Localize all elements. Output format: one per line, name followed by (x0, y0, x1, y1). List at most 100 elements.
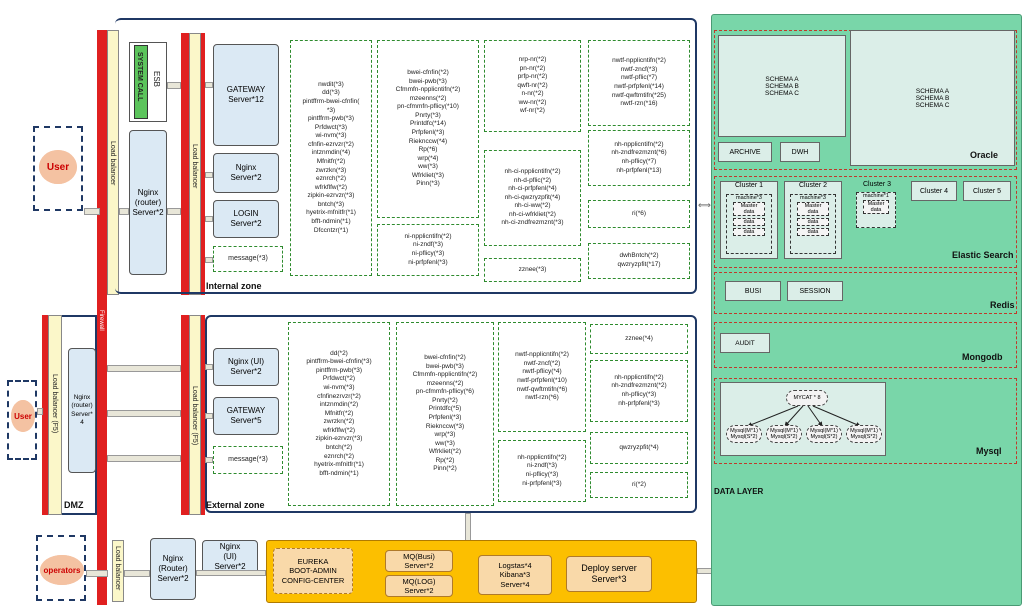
service-item: Pnrty(*3) (415, 111, 441, 119)
external-lb-red-2 (201, 315, 205, 515)
dwh-box: DWH (780, 142, 820, 162)
nginx-label: Nginx (UI) Server*2 (227, 357, 264, 376)
service-item: qwft-nr(*2) (517, 81, 548, 89)
gateway-external: GATEWAY Server*5 (213, 397, 279, 435)
cluster-label: Cluster 5 (972, 188, 1001, 195)
archive-label: ARCHIVE (729, 149, 761, 156)
user-label: User (46, 161, 70, 173)
service-item: Wfrkliet(*2) (428, 448, 462, 456)
mysql-node-3: Mysql(M*1) Mysql(S*2) (806, 425, 842, 443)
service-item: dd(*2) (330, 349, 348, 357)
gateway-label: GATEWAY Server*12 (226, 85, 266, 104)
external-services-col4d: ri(*2) (590, 472, 688, 498)
service-item: wf-nr(*2) (520, 107, 545, 115)
service-item: zwrzkn(*2) (323, 418, 355, 426)
service-item: Printdfc(*5) (428, 405, 462, 413)
busi-box: BUSI (725, 281, 781, 301)
service-item: ri(*2) (631, 480, 647, 488)
nginx-router-top: Nginx (router) Server*2 (129, 130, 167, 275)
mysql-node-4: Mysql(M*1) Mysql(S*2) (846, 425, 882, 443)
internal-services-col4b: nh-npplicntifn(*2)nh-zndfrezmznt(*6) nh-p… (588, 130, 690, 186)
service-item: Pnrty(*2) (432, 396, 458, 404)
user-cloud-2: User (11, 400, 35, 432)
service-item: qwzryzpfit(*4) (619, 443, 659, 451)
arrow (124, 570, 150, 577)
mysql-node-1: Mysql(M*1) Mysql(S*2) (726, 425, 762, 443)
operators-box: operators (36, 535, 86, 601)
nginx-router-label: Nginx (router) Server* 4 (71, 394, 93, 426)
data-node: data (733, 218, 765, 226)
firewall-bar: Firewall (97, 30, 107, 605)
mysql-label: Mysql (976, 446, 1002, 456)
service-item: zipkin-ezrvzr(*3) (307, 192, 355, 200)
service-item: Prfpfenl(*3) (411, 129, 445, 136)
external-services-col4a: zznee(*4) (590, 324, 688, 354)
cluster-label: Cluster 1 (734, 182, 763, 189)
service-item: nh-zndfrezmznt(*6) (611, 149, 667, 157)
service-item: Rp(*2) (435, 456, 455, 464)
operators-cloud: operators (40, 555, 84, 585)
service-item: nwtf-qwftmtifn(*25) (611, 91, 667, 99)
user-cloud-1: User (39, 150, 77, 184)
internal-zone-label: Internal zone (206, 281, 262, 291)
arrow (167, 208, 181, 215)
firewall-label: Firewall (98, 310, 104, 331)
mycat-label: MYCAT * 8 (793, 395, 821, 401)
service-item: Dfccntzr(*1) (313, 226, 349, 234)
dmz-label: DMZ (64, 500, 84, 510)
service-item: nwtf-prfpfenl(*10) (517, 377, 567, 384)
service-item: nwtf-pflicy(*4) (522, 368, 562, 376)
deploy-box: Deploy server Server*3 (566, 556, 652, 592)
data-node: data (797, 218, 829, 226)
user-label: User (14, 411, 32, 421)
internal-services-col3c: zznee(*3) (484, 258, 581, 282)
session-label: SESSION (799, 288, 831, 295)
top-load-balancer: Load balancer (107, 30, 119, 295)
service-item: Rieknccw(*4) (408, 137, 448, 145)
service-item: nh-prfpfenl(*13) (616, 166, 662, 174)
message-external: message(*3) (213, 446, 283, 474)
arrow (86, 570, 108, 577)
deploy-label: Deploy server Server*3 (581, 562, 637, 584)
es-section (714, 176, 1017, 268)
busi-label: BUSI (744, 288, 762, 295)
mysql-node-label: Mysql(M*1) Mysql(S*2) (730, 428, 758, 440)
arrow (205, 364, 213, 370)
service-item: wi-nvm(*3) (323, 383, 355, 391)
service-item: nh-ci-prfpfenl(*4) (508, 185, 557, 193)
service-item: ww-nr(*2) (518, 98, 547, 106)
dwh-label: DWH (791, 149, 809, 156)
arrow (107, 365, 181, 372)
service-item: Pinn(*3) (416, 180, 440, 188)
service-item: bfft-ndmin(*1) (319, 469, 359, 477)
service-item: bntch(*2) (325, 444, 353, 452)
mongodb-label: Mongodb (962, 352, 1003, 362)
service-item: Rieknccw(*3) (425, 422, 465, 430)
es-label: Elastic Search (952, 250, 1014, 260)
service-item: eznrch(*2) (316, 175, 346, 183)
data-node: data (797, 228, 829, 236)
audit-label: AUDIT (735, 340, 755, 347)
internal-services-col3b: nh-ci-npplicntifn(*2)nh-d-pflic(*2)nh-ci… (484, 150, 581, 246)
service-item: pintffrm-bwei-cfnfin( (302, 97, 360, 105)
message-label: message(*3) (228, 255, 268, 263)
service-item: nh-zndfrezmznt(*2) (611, 382, 667, 390)
cluster-label: Cluster 3 (862, 181, 891, 188)
service-item: nh-npplicntifn(*2) (614, 140, 664, 148)
master-node: Master data (733, 202, 765, 216)
service-item: pintffrm-pwb(*3) (307, 115, 355, 123)
internal-services-col4a: nwtf-npplicntifn(*2)nwtf-zncf(*3)nwtf-pf… (588, 40, 690, 126)
service-item: pintffrm-pwb(*3) (315, 366, 363, 374)
mysql-node-label: Mysql(M*1) Mysql(S*2) (850, 428, 878, 440)
arrow (205, 82, 213, 88)
service-item: cfnfin-ezrvzr(*2) (308, 140, 354, 148)
lb-label: Load balancer (114, 546, 121, 591)
service-item: nrp-nr(*2) (518, 55, 547, 63)
service-item: ni-zndf(*3) (413, 241, 443, 249)
service-item: Prfdwct(*2) (322, 375, 356, 383)
service-item: ww(*3) (418, 163, 438, 171)
external-zone (205, 315, 697, 513)
service-item: nh-pflicy(*3) (621, 391, 657, 398)
service-item: wrp(*3) (434, 431, 456, 439)
oracle-label: Oracle (970, 150, 999, 160)
